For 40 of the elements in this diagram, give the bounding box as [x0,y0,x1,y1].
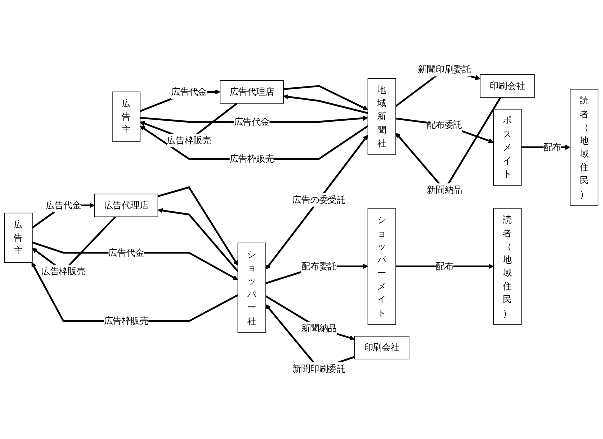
node-box: 印刷会社 [354,336,410,360]
node-box: 地域新聞社 [368,78,396,156]
arrow [396,118,494,144]
arrow [396,264,494,270]
edge-label: 配布委託 [302,261,338,272]
edge-label: 配布委託 [427,120,463,130]
node-box: 読者（地域住民） [493,208,522,325]
arrow [32,262,239,322]
node-box: ポスメイト [493,109,522,186]
edge-label: 広告枠販売 [104,316,149,327]
edge-label: 広告代金 [171,86,208,98]
edge-label: 広告枠販売 [41,266,86,277]
node-box: 広告主 [4,212,33,264]
edge-label: 広告枠販売 [167,135,212,146]
arrow [266,296,356,341]
node-box: ショッパー社 [238,242,266,333]
edge-label: 配布 [436,261,454,272]
edge-label: 広告代金 [46,200,82,211]
arrow [284,94,368,114]
edge-label: 新聞印刷委託 [418,64,472,75]
node-box: ショッパーメイト [368,208,396,325]
edge-label: 新聞納品 [302,323,338,334]
node-box: 印刷会社 [480,74,536,98]
edge-label: 配布 [544,142,562,153]
node-box: 広告主 [112,92,141,142]
arrow [32,242,238,280]
arrow [266,135,368,270]
node-box: 読者（地域住民） [570,89,599,206]
edge-label: 広告枠販売 [230,154,274,164]
arrow [140,126,369,160]
edge-label: 新聞印刷委託 [292,364,346,374]
arrow [158,186,238,266]
edge-label: 広告の委受託 [292,194,346,206]
arrow [284,85,368,110]
edge-label: 広告代金 [234,116,270,128]
arrow [158,208,239,272]
edge-label: 広告代金 [108,247,144,258]
node-box: 広告代理店 [94,194,158,218]
node-box: 広告代理店 [220,80,284,104]
edge-label: 新聞納品 [427,184,463,196]
